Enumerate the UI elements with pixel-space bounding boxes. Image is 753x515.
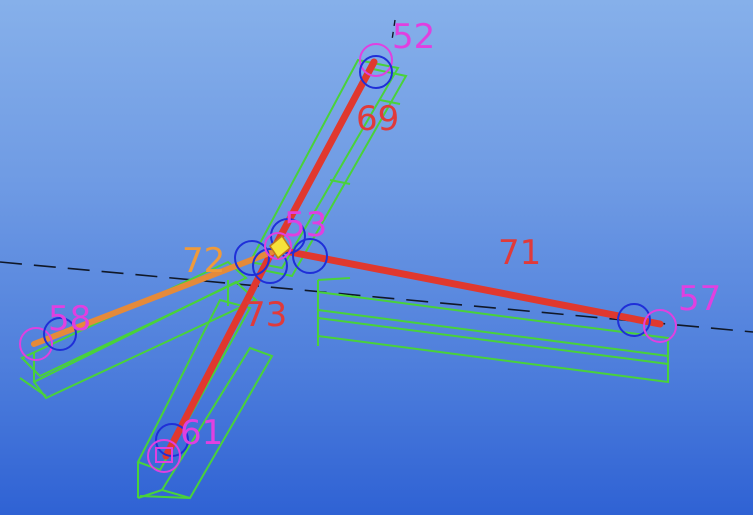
node-61-marker[interactable]	[147, 423, 189, 473]
selected-node-icon[interactable]	[269, 234, 291, 260]
member-label-71: 71	[498, 233, 541, 273]
vertical-axis-line	[391, 19, 396, 41]
node-52-marker[interactable]	[359, 43, 393, 89]
member-69[interactable]	[268, 58, 378, 256]
member-73[interactable]	[162, 244, 278, 460]
member-71[interactable]	[286, 248, 664, 328]
node-label-57: 57	[678, 279, 721, 319]
node-label-52: 52	[392, 17, 435, 57]
member-73-section-outline	[136, 298, 274, 500]
member-label-72: 72	[182, 241, 225, 281]
node-label-53: 53	[284, 205, 327, 245]
node-label-61: 61	[180, 413, 223, 453]
member-71-section-outline	[317, 277, 669, 384]
node-57-marker[interactable]	[617, 303, 677, 343]
member-72[interactable]	[31, 249, 275, 347]
member-label-69: 69	[356, 99, 399, 139]
member-72-section-outline	[19, 260, 258, 400]
node-53-marker[interactable]	[234, 218, 328, 284]
node-label-58: 58	[48, 299, 91, 339]
node-58-marker[interactable]	[19, 317, 77, 361]
member-label-73: 73	[244, 295, 287, 335]
